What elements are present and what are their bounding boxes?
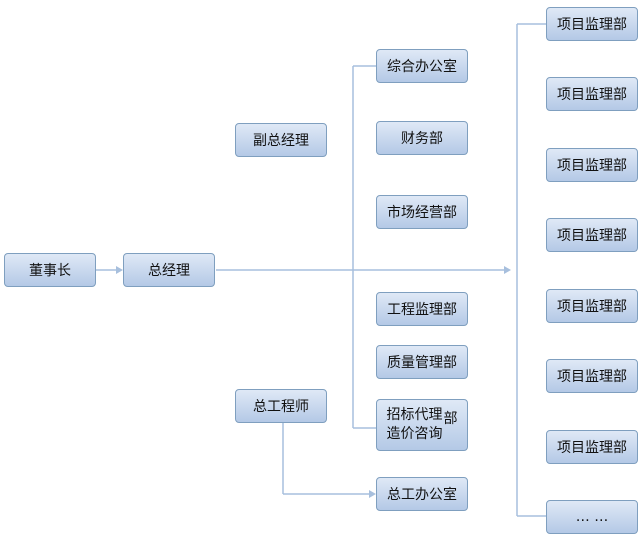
general-manager-label: 总经理 — [148, 263, 190, 279]
deputy-gm-box: 副总经理 — [235, 123, 327, 157]
engineering-supervision-label: 工程监理部 — [387, 302, 457, 318]
project-dept-label: 项目监理部 — [557, 158, 627, 174]
more-projects-label: … … — [575, 509, 609, 525]
project-dept-label: 项目监理部 — [557, 299, 627, 315]
marketing-box: 市场经营部 — [376, 195, 468, 229]
chief-engineer-office-label: 总工办公室 — [387, 487, 457, 503]
chairman-box: 董事长 — [4, 253, 96, 287]
general-office-box: 综合办公室 — [376, 49, 468, 83]
general-office-label: 综合办公室 — [387, 59, 457, 75]
deputy-gm-label: 副总经理 — [253, 133, 309, 149]
project-dept-box-1: 项目监理部 — [546, 7, 638, 41]
project-dept-label: 项目监理部 — [557, 228, 627, 244]
bidding-agency-line1: 招标代理 — [386, 407, 443, 423]
bidding-agency-lines: 招标代理 造价咨询 — [387, 406, 443, 444]
project-dept-box-3: 项目监理部 — [546, 148, 638, 182]
bidding-agency-box: 招标代理 造价咨询 部 — [376, 399, 468, 451]
bidding-agency-suffix: 部 — [443, 411, 458, 427]
finance-label: 财务部 — [401, 131, 443, 147]
more-projects-box: … … — [546, 500, 638, 534]
chairman-label: 董事长 — [29, 263, 71, 279]
engineering-supervision-box: 工程监理部 — [376, 292, 468, 326]
quality-management-label: 质量管理部 — [387, 355, 457, 371]
project-dept-label: 项目监理部 — [557, 369, 627, 385]
chief-engineer-box: 总工程师 — [235, 389, 327, 423]
project-dept-label: 项目监理部 — [557, 87, 627, 103]
finance-box: 财务部 — [376, 121, 468, 155]
general-manager-box: 总经理 — [123, 253, 215, 287]
project-dept-box-2: 项目监理部 — [546, 77, 638, 111]
project-dept-box-7: 项目监理部 — [546, 430, 638, 464]
project-dept-label: 项目监理部 — [557, 440, 627, 456]
project-dept-box-4: 项目监理部 — [546, 218, 638, 252]
chief-engineer-label: 总工程师 — [253, 399, 309, 415]
chief-engineer-office-box: 总工办公室 — [376, 477, 468, 511]
project-dept-box-5: 项目监理部 — [546, 289, 638, 323]
quality-management-box: 质量管理部 — [376, 345, 468, 379]
bidding-agency-line2: 造价咨询 — [386, 426, 443, 442]
project-dept-box-6: 项目监理部 — [546, 359, 638, 393]
marketing-label: 市场经营部 — [387, 205, 457, 221]
project-dept-label: 项目监理部 — [557, 17, 627, 33]
